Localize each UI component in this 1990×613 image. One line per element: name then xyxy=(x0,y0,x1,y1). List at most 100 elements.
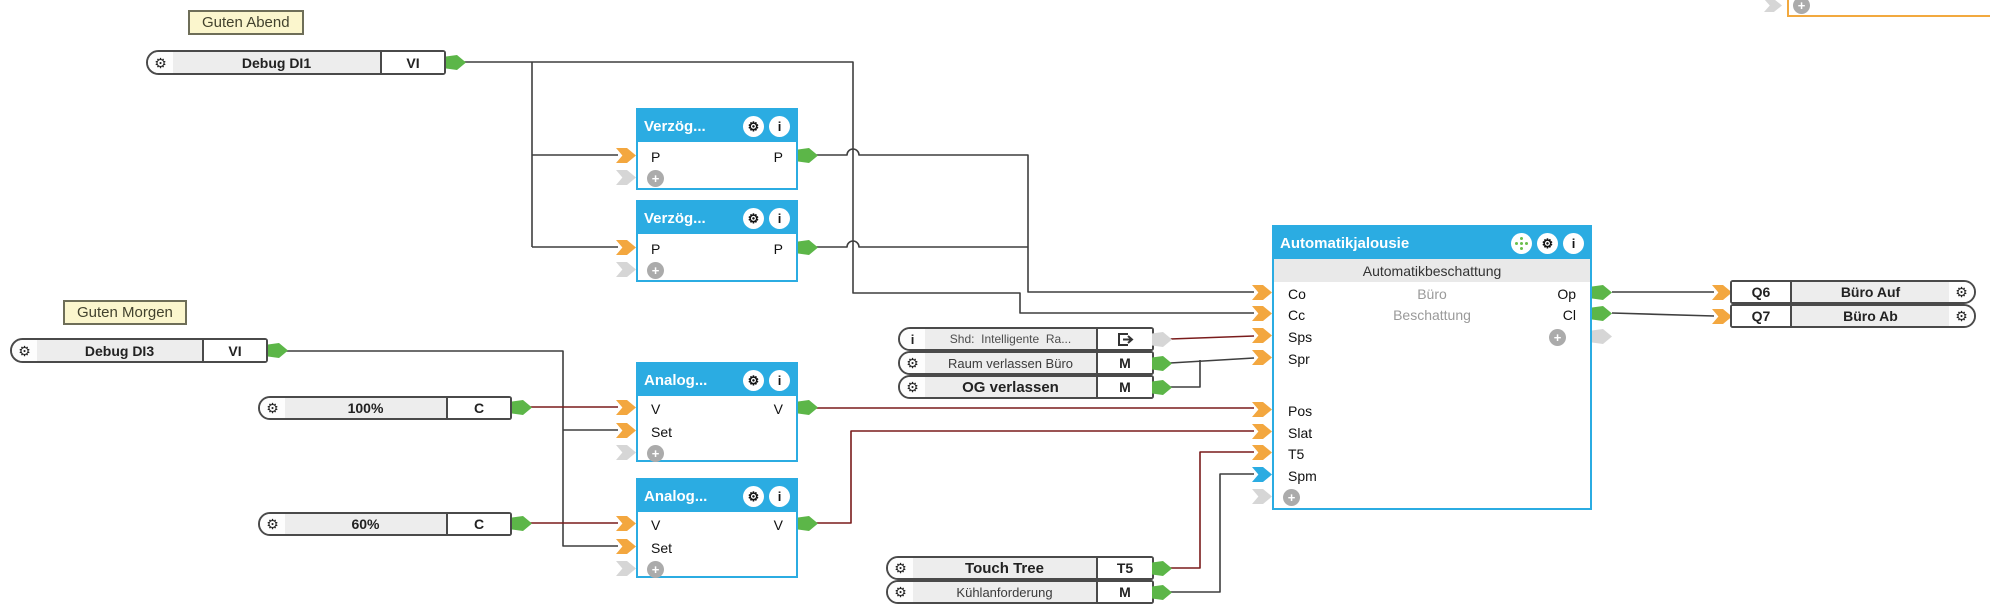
input-connector-q6[interactable] xyxy=(1712,285,1732,300)
settings-tab[interactable]: ⚙ xyxy=(148,52,173,73)
input-label-spr: Spr xyxy=(1288,351,1310,367)
input-connector-unused[interactable] xyxy=(616,262,636,277)
output-connector-p[interactable] xyxy=(798,148,818,163)
input-connector-slat[interactable] xyxy=(1252,424,1272,439)
settings-tab[interactable]: ⚙ xyxy=(260,514,285,534)
output-connector-og[interactable] xyxy=(1152,380,1172,395)
block-delay-2[interactable]: Verzög... ⚙ i P P + xyxy=(636,200,798,282)
input-connector-v[interactable] xyxy=(616,400,636,415)
block-partial-selected[interactable] xyxy=(1787,0,1990,17)
block-q7[interactable]: Q7 Büro Ab ⚙ xyxy=(1730,304,1976,328)
block-label: Touch Tree xyxy=(913,558,1096,578)
input-connector-unused[interactable] xyxy=(616,170,636,185)
input-connector-co[interactable] xyxy=(1252,285,1272,300)
add-input-button[interactable]: + xyxy=(647,445,664,462)
output-connector-60[interactable] xyxy=(512,516,532,531)
settings-tab[interactable]: ⚙ xyxy=(260,398,285,418)
add-input-button[interactable]: + xyxy=(647,561,664,578)
input-connector-q7[interactable] xyxy=(1712,309,1732,324)
block-automatikjalousie[interactable]: Automatikjalousie ⚙ i Automatikbeschattu… xyxy=(1272,225,1592,510)
gear-icon: ⚙ xyxy=(906,379,919,395)
info-icon[interactable]: i xyxy=(1563,232,1584,254)
block-mem-shd[interactable]: i Shd: Intelligente Ra... xyxy=(898,327,1154,351)
wire-kuehl-spm xyxy=(1168,473,1254,593)
input-connector-unused[interactable] xyxy=(1764,0,1782,12)
add-input-button[interactable]: + xyxy=(1793,0,1810,14)
output-connector-v[interactable] xyxy=(798,516,818,531)
info-icon[interactable]: i xyxy=(769,207,790,229)
visu-move-icon[interactable] xyxy=(1511,232,1532,254)
input-connector-unused[interactable] xyxy=(616,561,636,576)
input-connector-t5[interactable] xyxy=(1252,445,1272,460)
note-guten-abend[interactable]: Guten Abend xyxy=(188,10,304,35)
block-kuehlanforderung[interactable]: ⚙ Kühlanforderung M xyxy=(886,580,1154,604)
input-connector-p[interactable] xyxy=(616,240,636,255)
settings-tab[interactable]: ⚙ xyxy=(1949,282,1974,302)
input-connector-set[interactable] xyxy=(616,539,636,554)
block-q6[interactable]: Q6 Büro Auf ⚙ xyxy=(1730,280,1976,304)
settings-tab[interactable]: ⚙ xyxy=(1949,306,1974,326)
block-analog-1[interactable]: Analog... ⚙ i V V Set + xyxy=(636,362,798,462)
settings-tab[interactable]: ⚙ xyxy=(12,340,37,361)
block-analog-2[interactable]: Analog... ⚙ i V V Set + xyxy=(636,478,798,578)
info-icon[interactable]: i xyxy=(769,115,790,137)
settings-tab[interactable]: ⚙ xyxy=(888,558,913,578)
output-connector-kuehl[interactable] xyxy=(1152,585,1172,600)
add-input-button[interactable]: + xyxy=(1283,489,1300,506)
add-input-button[interactable]: + xyxy=(647,262,664,279)
room-label: Büro xyxy=(1417,286,1447,302)
input-label-v: V xyxy=(651,401,661,417)
block-touch-tree[interactable]: ⚙ Touch Tree T5 xyxy=(886,556,1154,580)
wire-delay1-co xyxy=(814,148,1254,293)
output-connector-op[interactable] xyxy=(1592,285,1612,300)
input-connector-sps[interactable] xyxy=(1252,328,1272,343)
wire-og-join xyxy=(1170,360,1201,388)
output-connector-di1[interactable] xyxy=(446,55,466,70)
input-label: P xyxy=(651,241,661,257)
add-output-button[interactable]: + xyxy=(1549,329,1566,346)
block-const-60[interactable]: ⚙ 60% C xyxy=(258,512,512,536)
info-tab[interactable]: i xyxy=(900,329,925,349)
gear-icon[interactable]: ⚙ xyxy=(743,485,764,507)
gear-icon[interactable]: ⚙ xyxy=(1537,232,1558,254)
input-connector-pos[interactable] xyxy=(1252,402,1272,417)
block-subtitle: Automatikbeschattung xyxy=(1274,259,1590,282)
block-debug-di3[interactable]: ⚙ Debug DI3 VI xyxy=(10,338,268,363)
gear-icon[interactable]: ⚙ xyxy=(743,115,764,137)
block-delay-1[interactable]: Verzög... ⚙ i P P + xyxy=(636,108,798,190)
output-connector-touch[interactable] xyxy=(1152,561,1172,576)
input-connector-spr[interactable] xyxy=(1252,350,1272,365)
input-label-set: Set xyxy=(651,540,673,556)
input-connector-cc[interactable] xyxy=(1252,306,1272,321)
input-connector-unused[interactable] xyxy=(1252,489,1272,504)
gear-icon[interactable]: ⚙ xyxy=(743,207,764,229)
add-input-button[interactable]: + xyxy=(647,170,664,187)
block-debug-di1[interactable]: ⚙ Debug DI1 VI xyxy=(146,50,446,75)
block-label: Debug DI3 xyxy=(37,340,202,361)
input-connector-v[interactable] xyxy=(616,516,636,531)
block-label: Shd: Intelligente Ra... xyxy=(925,329,1096,349)
settings-tab[interactable]: ⚙ xyxy=(888,582,913,602)
input-connector-set[interactable] xyxy=(616,423,636,438)
output-connector-raum[interactable] xyxy=(1152,356,1172,371)
note-guten-morgen[interactable]: Guten Morgen xyxy=(63,300,187,325)
input-connector-spm[interactable] xyxy=(1252,467,1272,482)
output-connector-di3[interactable] xyxy=(268,343,288,358)
output-connector-cl[interactable] xyxy=(1592,306,1612,321)
output-connector-shd[interactable] xyxy=(1152,332,1172,347)
info-icon[interactable]: i xyxy=(769,369,790,391)
settings-tab[interactable]: ⚙ xyxy=(900,353,925,373)
output-connector-unused[interactable] xyxy=(1592,329,1612,344)
input-connector-p[interactable] xyxy=(616,148,636,163)
output-connector-p[interactable] xyxy=(798,240,818,255)
block-mem-og[interactable]: ⚙ OG verlassen M xyxy=(898,375,1154,399)
block-label: 100% xyxy=(285,398,446,418)
block-mem-raum[interactable]: ⚙ Raum verlassen Büro M xyxy=(898,351,1154,375)
info-icon[interactable]: i xyxy=(769,485,790,507)
output-connector-100[interactable] xyxy=(512,400,532,415)
settings-tab[interactable]: ⚙ xyxy=(900,377,925,397)
gear-icon[interactable]: ⚙ xyxy=(743,369,764,391)
block-const-100[interactable]: ⚙ 100% C xyxy=(258,396,512,420)
output-connector-v[interactable] xyxy=(798,400,818,415)
input-connector-unused[interactable] xyxy=(616,445,636,460)
